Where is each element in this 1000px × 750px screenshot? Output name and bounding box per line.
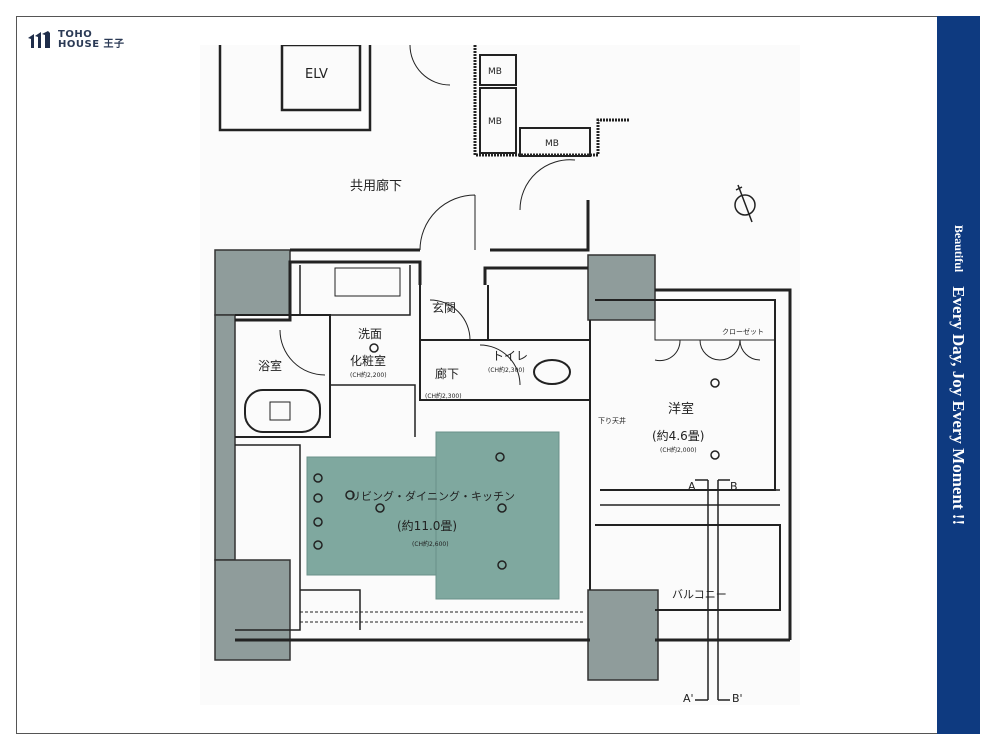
mb-box — [479, 87, 517, 154]
ldk-ch: (CH約2,600) — [412, 540, 449, 548]
section-a2-label: A' — [683, 692, 694, 705]
elevator — [280, 45, 362, 112]
toilet-label: トイレ — [492, 349, 528, 363]
section-a-label: A — [688, 480, 696, 493]
ldk-floor — [306, 456, 438, 576]
column — [214, 559, 291, 661]
bathroom-label: 浴室 — [258, 358, 282, 373]
logo-line-1: TOHO — [58, 29, 93, 40]
washroom-label: 洗面 — [358, 327, 382, 341]
entrance-label: 玄関 — [432, 300, 456, 315]
washroom-label-2: 化粧室 — [350, 353, 386, 368]
tagline: Beautiful Every Day, Joy Every Moment !! — [937, 16, 980, 734]
western-room-ch: (CH約2,000) — [660, 446, 697, 454]
floor-plan-drawing: ELV MB MB MB 共用廊下 洗面 化粧室 (CH約2,200) 浴室 玄… — [214, 45, 792, 705]
hallway-label: 廊下 — [435, 366, 459, 381]
section-b-label: B — [730, 480, 738, 493]
toilet-ch: (CH約2,300) — [488, 366, 525, 374]
tagline-banner: Beautiful Every Day, Joy Every Moment !! — [937, 16, 980, 734]
mb-label: MB — [488, 117, 502, 127]
ldk-label: リビング・ダイニング・キッチン — [350, 489, 515, 503]
ldk-size: (約11.0畳) — [397, 518, 457, 533]
wall-left — [214, 314, 236, 561]
washbasin — [334, 267, 401, 297]
western-room-label: 洋室 — [668, 401, 694, 417]
logo-line-2: HOUSE 王子 — [58, 39, 125, 50]
bathtub — [244, 389, 321, 433]
mb-box — [479, 54, 517, 86]
elv-label: ELV — [305, 67, 328, 82]
western-room-size: (約4.6畳) — [652, 428, 704, 443]
hallway-ch: (CH約2,300) — [425, 392, 462, 400]
closet-label: クローゼット — [722, 327, 764, 336]
section-b2-label: B' — [732, 692, 743, 705]
column — [214, 249, 291, 316]
mb-label: MB — [545, 139, 559, 149]
tagline-main: Every Day, Joy Every Moment !! — [949, 286, 969, 526]
toho-house-logo: TOHO HOUSE 王子 — [26, 30, 125, 50]
balcony-label: バルコニー — [672, 588, 727, 601]
floor-plan: ELV MB MB MB 共用廊下 洗面 化粧室 (CH約2,200) 浴室 玄… — [200, 45, 800, 705]
logo-mark-icon — [28, 31, 50, 48]
tagline-small: Beautiful — [952, 224, 966, 273]
light-fixtures — [313, 343, 720, 570]
ldk-floor — [435, 431, 560, 600]
dropped-ceiling-label: 下り天井 — [598, 416, 626, 425]
column — [587, 254, 656, 321]
washroom-ch: (CH約2,200) — [350, 371, 387, 379]
toilet-bowl — [533, 359, 571, 385]
north-arrow-icon — [734, 184, 756, 223]
mb-label: MB — [488, 67, 502, 77]
column — [587, 589, 659, 681]
common-corridor-label: 共用廊下 — [350, 178, 402, 194]
